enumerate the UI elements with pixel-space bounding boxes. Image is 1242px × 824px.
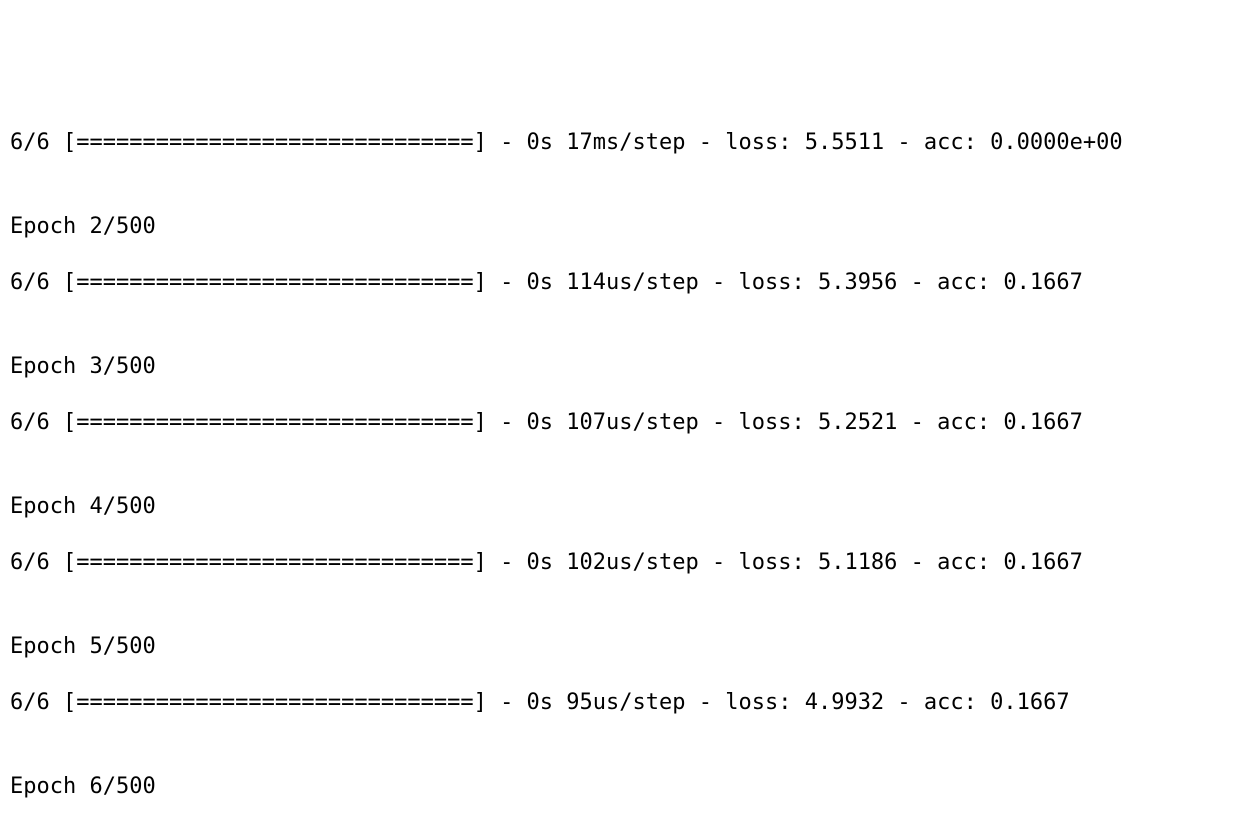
epoch-line: Epoch 3/500 xyxy=(10,354,156,379)
epoch-line: Epoch 6/500 xyxy=(10,774,156,799)
log-entry: 6/6 [==============================] - 0… xyxy=(10,633,1238,799)
epoch-line: Epoch 2/500 xyxy=(10,214,156,239)
progress-line: 6/6 [==============================] - 0… xyxy=(10,410,1083,435)
log-entry: 6/6 [==============================] - 0… xyxy=(10,493,1238,659)
log-entry: 6/6 [==============================] - 0… xyxy=(10,73,1238,239)
log-entry: 6/6 [==============================] - 0… xyxy=(10,213,1238,379)
progress-line: 6/6 [==============================] - 0… xyxy=(10,690,1070,715)
progress-line: 6/6 [==============================] - 0… xyxy=(10,550,1083,575)
log-entry: 6/6 [==============================] - 0… xyxy=(10,353,1238,519)
progress-line: 6/6 [==============================] - 0… xyxy=(10,270,1083,295)
progress-line: 6/6 [==============================] - 0… xyxy=(10,130,1123,155)
terminal-output[interactable]: 6/6 [==============================] - 0… xyxy=(10,17,1238,799)
